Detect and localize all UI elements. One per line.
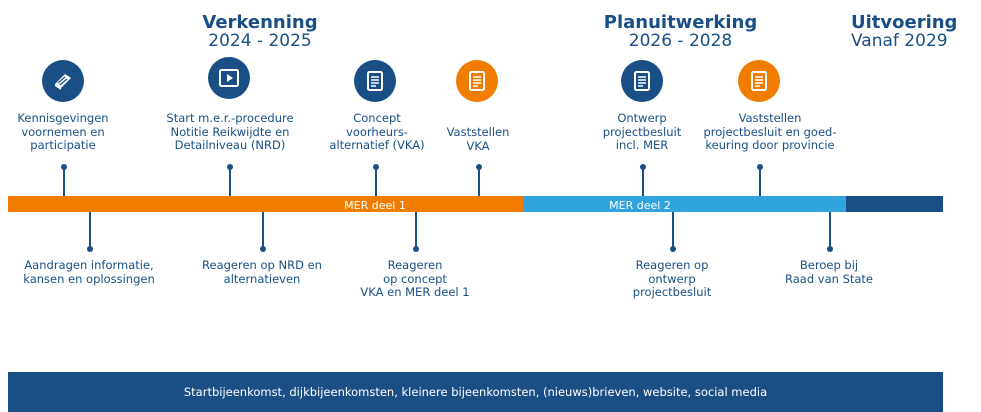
document-icon bbox=[456, 60, 498, 102]
phase-years: 2024 - 2025 bbox=[208, 30, 312, 51]
phase-name: Planuitwerking bbox=[603, 12, 758, 33]
connector-dot bbox=[260, 246, 266, 252]
document-icon bbox=[621, 60, 663, 102]
participation-label: Beroep bij Raad van State bbox=[784, 258, 874, 286]
participation-label: Reageren op concept VKA en MER deel 1 bbox=[360, 258, 470, 300]
connector-dot bbox=[670, 246, 676, 252]
participation-label: Reageren op NRD en alternatieven bbox=[202, 258, 322, 286]
timeline-bar-uitvoering bbox=[846, 196, 943, 212]
book-icon bbox=[42, 60, 84, 102]
footer-text: Startbijeenkomst, dijkbijeenkomsten, kle… bbox=[183, 385, 768, 399]
connector-dot bbox=[87, 246, 93, 252]
connector-line bbox=[375, 166, 377, 196]
connector-line bbox=[672, 212, 674, 248]
connector-line bbox=[478, 166, 480, 196]
bar-label: MER deel 2 bbox=[609, 199, 671, 212]
phase-verkenning: Verkenning 2024 - 2025 bbox=[190, 12, 330, 51]
connector-line bbox=[759, 166, 761, 196]
document-icon bbox=[738, 60, 780, 102]
timeline-bar-mer-1 bbox=[8, 196, 523, 212]
participation-label: Aandragen informatie, kansen en oplossin… bbox=[23, 258, 155, 286]
connector-dot bbox=[413, 246, 419, 252]
phase-years: 2026 - 2028 bbox=[628, 30, 733, 51]
milestone-label: Kennisgevingen voornemen en participatie bbox=[17, 111, 109, 153]
connector-line bbox=[89, 212, 91, 248]
connector-line bbox=[415, 212, 417, 248]
timeline-bar-mer-2 bbox=[523, 196, 846, 212]
milestone-label: Concept voorheurs- alternatief (VKA) bbox=[329, 111, 425, 153]
play-icon bbox=[208, 57, 250, 99]
connector-line bbox=[642, 166, 644, 196]
connector-line bbox=[262, 212, 264, 248]
phase-name: Uitvoering bbox=[851, 12, 958, 33]
milestone-label: Vaststellen VKA bbox=[446, 125, 510, 153]
milestone-label: Ontwerp projectbesluit incl. MER bbox=[602, 111, 682, 153]
connector-line bbox=[63, 166, 65, 196]
milestone-label: Vaststellen projectbesluit en goed- keur… bbox=[703, 111, 837, 153]
connector-line bbox=[829, 212, 831, 248]
participation-label: Reageren op ontwerp projectbesluit bbox=[632, 258, 712, 300]
bar-label: MER deel 1 bbox=[344, 199, 406, 212]
milestone-label: Start m.e.r.-procedure Notitie Reikwijdt… bbox=[166, 111, 294, 153]
connector-line bbox=[229, 166, 231, 196]
footer-banner: Startbijeenkomst, dijkbijeenkomsten, kle… bbox=[8, 372, 943, 412]
document-icon bbox=[354, 60, 396, 102]
phase-planuitwerking: Planuitwerking 2026 - 2028 bbox=[598, 12, 763, 51]
phase-uitvoering: Uitvoering Vanaf 2029 bbox=[851, 12, 981, 51]
connector-dot bbox=[827, 246, 833, 252]
phase-years: Vanaf 2029 bbox=[851, 30, 948, 51]
phase-name: Verkenning bbox=[202, 12, 318, 33]
